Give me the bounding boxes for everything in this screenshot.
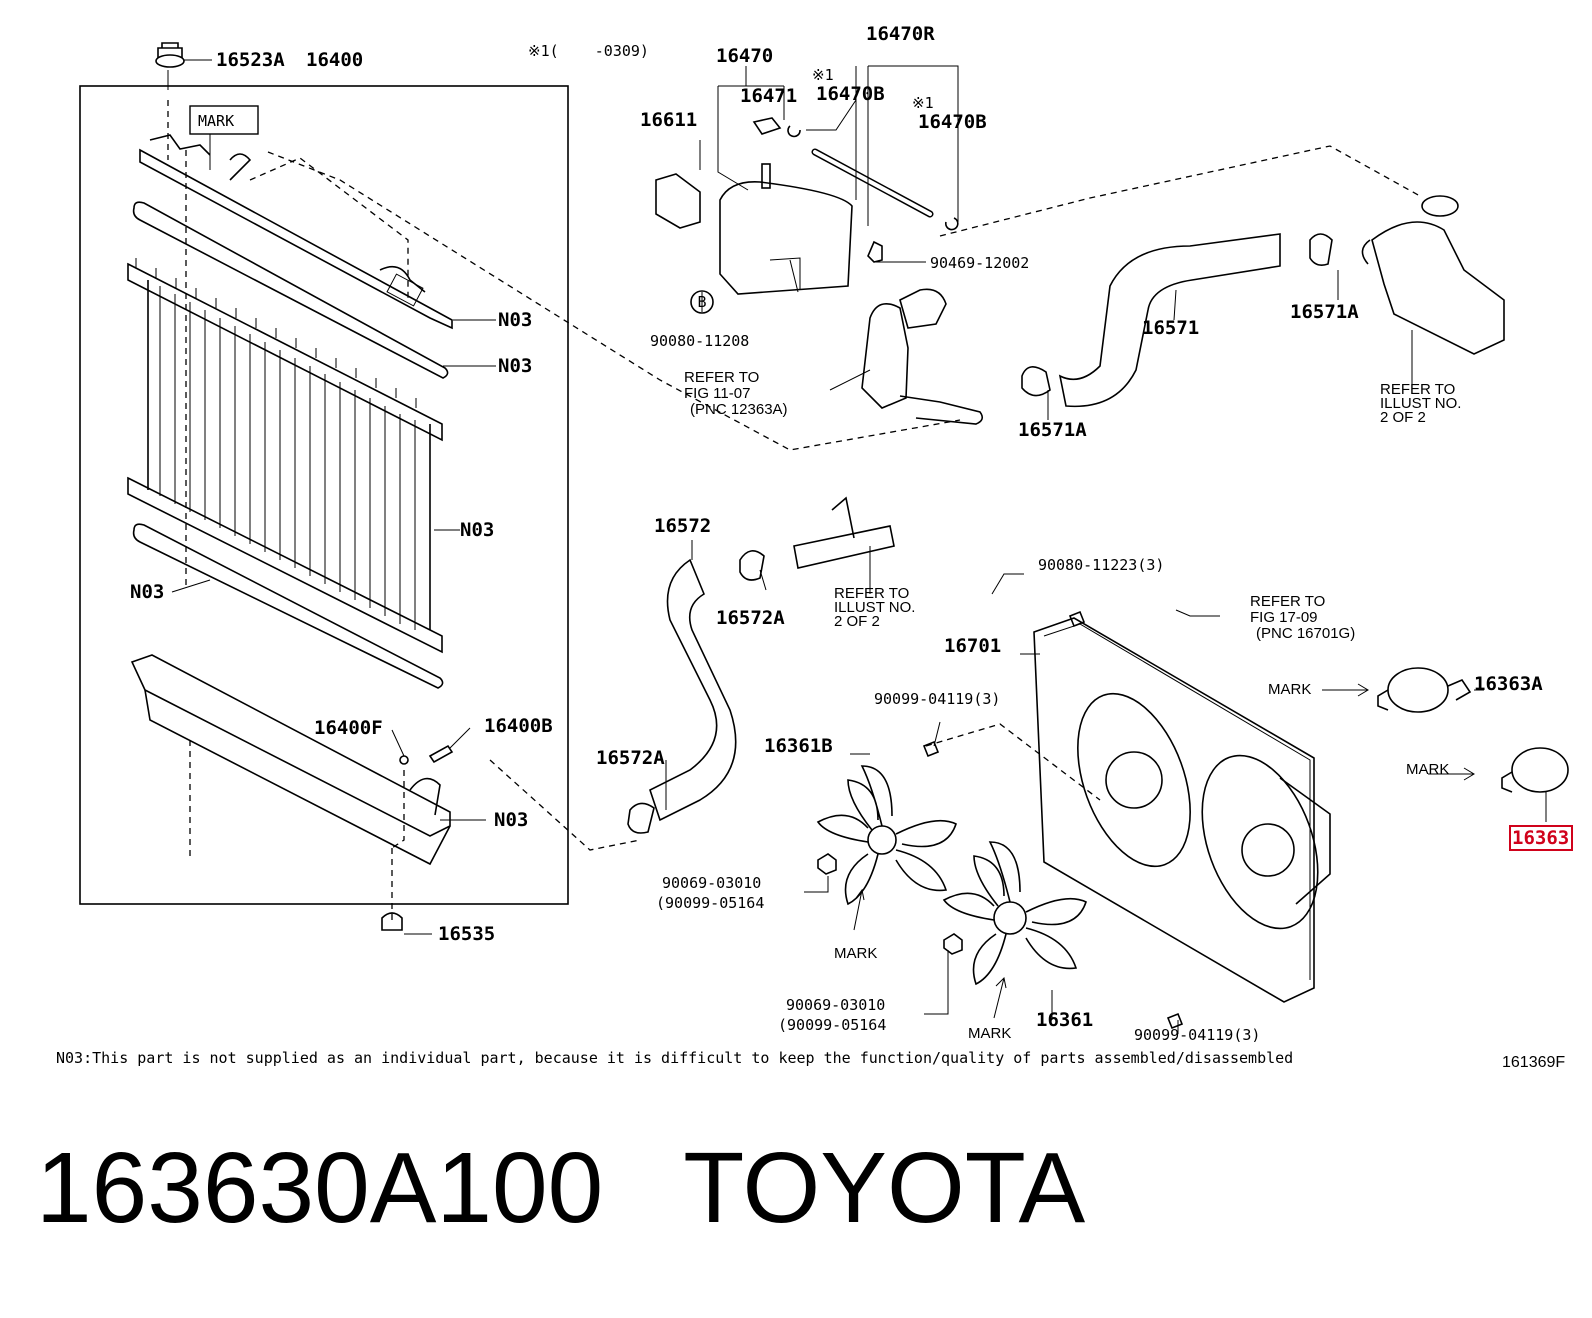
label-90069-a: 90069-03010	[662, 874, 761, 892]
figure-id: 161369F	[1502, 1054, 1566, 1071]
label-90469: 90469-12002	[930, 254, 1029, 272]
label-n03-a: N03	[498, 309, 532, 331]
water-outlet-icon	[861, 288, 984, 425]
parts-diagram: B	[79, 23, 1573, 1044]
label-90069-b: 90069-03010	[786, 996, 885, 1014]
label-90099-04119-a: 90099-04119(3)	[874, 690, 1000, 708]
fan-blade-icon	[942, 841, 1087, 986]
hose-clamp-icon	[1021, 233, 1333, 397]
reservoir-cap-icon	[752, 117, 782, 135]
label-16571: 16571	[1142, 317, 1199, 339]
label-n03-d: N03	[130, 581, 164, 603]
water-bypass-pipe-icon	[793, 496, 895, 569]
bolt-icon	[922, 610, 1184, 1030]
radiator-group-box	[79, 85, 569, 905]
label-16471: 16471	[740, 85, 797, 107]
label-16470B-a: 16470B	[816, 83, 885, 105]
label-refer3-l2: ILLUST NO.	[834, 599, 915, 616]
upper-radiator-hose-icon	[1058, 233, 1281, 408]
bolt-icon	[867, 240, 883, 263]
water-inlet-housing-icon	[1361, 195, 1505, 355]
label-refer2-l3: 2 OF 2	[1380, 409, 1426, 426]
label-90099-05164-b: (90099-05164	[778, 1016, 886, 1034]
label-16363: 16363	[1512, 827, 1569, 849]
label-16400: 16400	[306, 49, 363, 71]
label-refer2-l1: REFER TO	[1380, 381, 1455, 398]
drain-plug-icon	[391, 727, 471, 765]
lower-mount-cushion-icon	[381, 912, 432, 935]
label-16400B: 16400B	[484, 715, 553, 737]
lower-seal-icon	[132, 523, 444, 689]
label-note1-b: ※1	[912, 94, 934, 112]
lower-radiator-hose-icon	[649, 558, 737, 822]
label-16400F: 16400F	[314, 717, 383, 739]
fan-motor-16363A-icon	[1377, 667, 1472, 713]
reservoir-bracket-icon	[655, 173, 701, 229]
label-note1-a: ※1	[812, 66, 834, 84]
label-16523A: 16523A	[216, 49, 285, 71]
reservoir-tank-icon	[719, 163, 853, 295]
fan-blade-icon	[816, 765, 957, 906]
label-mark-top: MARK	[198, 112, 234, 130]
label-16361B: 16361B	[764, 735, 833, 757]
label-mark-fan2: MARK	[968, 1025, 1011, 1042]
fan-motor-16363-icon	[1501, 747, 1569, 793]
label-16701: 16701	[944, 635, 1001, 657]
upper-seal-icon	[132, 201, 449, 379]
label-16470B-b: 16470B	[918, 111, 987, 133]
label-90080-11208: 90080-11208	[650, 332, 749, 350]
label-mark-motor2: MARK	[1406, 761, 1449, 778]
label-16470: 16470	[716, 45, 773, 67]
label-16535: 16535	[438, 923, 495, 945]
label-16611: 16611	[640, 109, 697, 131]
label-90099-04119-b: 90099-04119(3)	[1134, 1026, 1260, 1044]
label-n03-c: N03	[460, 519, 494, 541]
upper-tank-icon	[139, 134, 453, 330]
label-16571A-b: 16571A	[1018, 419, 1087, 441]
label-refer4-l1: REFER TO	[1250, 593, 1325, 610]
label-refer2-l2: ILLUST NO.	[1380, 395, 1461, 412]
label-16361: 16361	[1036, 1009, 1093, 1031]
label-16363A: 16363A	[1474, 673, 1543, 695]
label-note1-date: ※1( -0309)	[528, 42, 649, 60]
nut-icon	[817, 853, 963, 955]
label-16572A-b: 16572A	[596, 747, 665, 769]
bolt-b-icon	[690, 290, 714, 314]
label-refer4-l2: FIG 17-09	[1250, 609, 1318, 626]
label-refer4-l3: (PNC 16701G)	[1256, 625, 1355, 642]
label-16572: 16572	[654, 515, 711, 537]
label-90099-05164-a: (90099-05164	[656, 894, 764, 912]
label-refer1-l1: REFER TO	[684, 369, 759, 386]
brand-name: TOYOTA	[683, 1132, 1086, 1244]
lower-tank-icon	[130, 654, 451, 866]
label-refer3-l1: REFER TO	[834, 585, 909, 602]
label-n03-b: N03	[498, 355, 532, 377]
label-16572A-a: 16572A	[716, 607, 785, 629]
radiator-core-icon	[127, 258, 443, 654]
part-number: 163630A100	[36, 1132, 604, 1244]
footnote: N03:This part is not supplied as an indi…	[56, 1049, 1294, 1067]
label-refer1-l3: (PNC 12363A)	[690, 401, 788, 418]
label-90080-11223: 90080-11223(3)	[1038, 556, 1164, 574]
label-mark-motor1: MARK	[1268, 681, 1311, 698]
label-refer3-l3: 2 OF 2	[834, 613, 880, 630]
radiator-cap-icon	[155, 42, 212, 68]
mark-arrow-icon	[853, 683, 1475, 1019]
highlight-box	[1509, 825, 1573, 851]
label-mark-fan1: MARK	[834, 945, 877, 962]
mark-box	[189, 105, 259, 135]
label-n03-e: N03	[494, 809, 528, 831]
label-refer1-l2: FIG 11-07	[684, 385, 750, 402]
hose-clamp-icon	[627, 550, 765, 834]
label-16571A-a: 16571A	[1290, 301, 1359, 323]
hose-clamp-icon	[787, 125, 959, 231]
label-16470R: 16470R	[866, 23, 935, 45]
fan-shroud-icon	[1033, 617, 1331, 1003]
